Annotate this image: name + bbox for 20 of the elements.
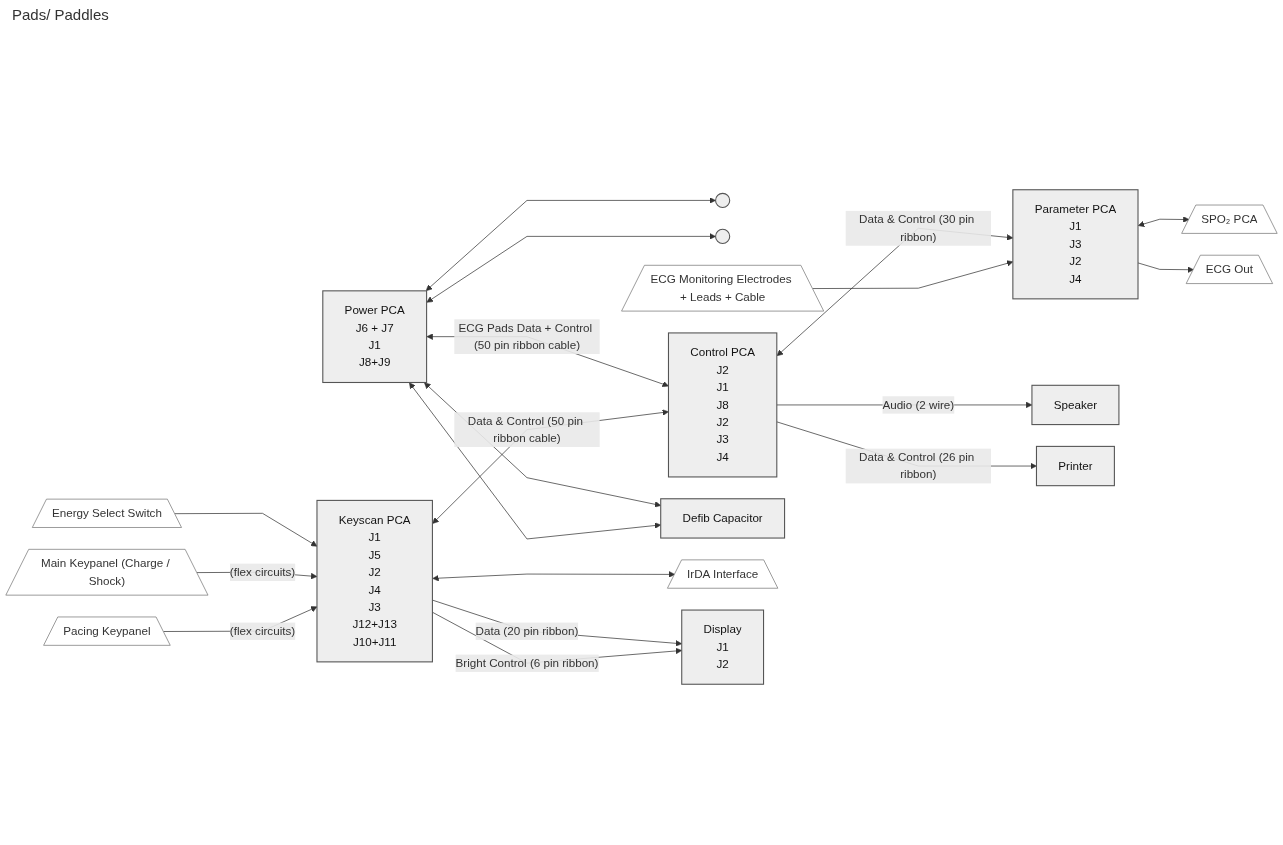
note-text: Pads/ Paddles <box>12 6 109 23</box>
edge-label: ECG Pads Data + Control (50 pin ribbon cable) <box>458 321 593 352</box>
node-box: Power PCA J6 + J7 J1 J8+J9 <box>322 290 428 384</box>
edge-label: (flex circuits) <box>229 565 296 579</box>
edge-label: Data & Control (30 pin ribbon) <box>859 213 975 243</box>
edge-label: Data & Control (50 pin ribbon cable) <box>467 414 583 445</box>
node-box: Display J1 J2 <box>681 609 765 685</box>
node-box: Control PCA J2 J1 J8 J2 J3 J4 <box>667 332 778 478</box>
edge-label: Data & Control (26 pin ribbon) <box>859 450 975 481</box>
node-box: Parameter PCA J1 J3 J2 J4 <box>1012 189 1139 300</box>
edge-label: Bright Control (6 pin ribbon) <box>455 656 599 669</box>
node-box: Keyscan PCA J1 J5 J2 J4 J3 J12+J13 J10+J11 <box>316 499 433 663</box>
node-box: Speaker <box>1031 384 1120 426</box>
node-circle <box>715 192 731 209</box>
edge-label: (flex circuits) <box>229 624 296 637</box>
node-box: Printer <box>1035 445 1115 487</box>
edge-label: Audio (2 wire) <box>882 398 955 411</box>
node-box: Defib Capacitor <box>660 498 786 539</box>
edge-label: Data (20 pin ribbon) <box>475 624 579 637</box>
node-circle <box>715 228 731 244</box>
